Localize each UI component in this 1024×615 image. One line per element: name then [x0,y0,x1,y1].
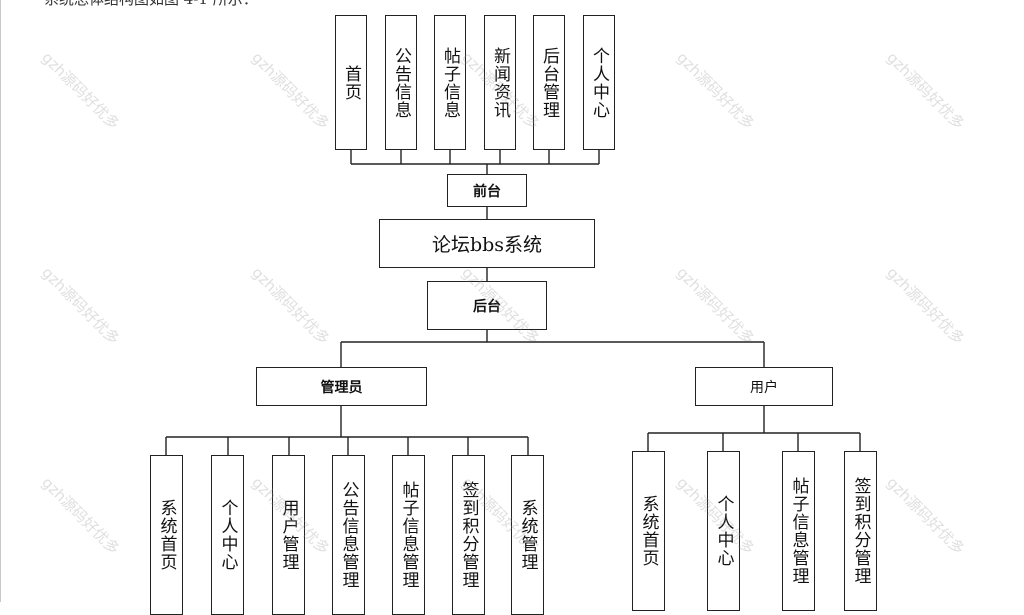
connector-lines [165,150,861,455]
frontend-module-posts: 帖子信息 [434,15,466,150]
admin-module-post-management: 帖子信息管理 [392,455,425,615]
admin-module-personal-center: 个人中心 [211,455,244,615]
frontend-module-news: 新闻资讯 [484,15,516,150]
user-module-personal-center: 个人中心 [707,451,740,611]
admin-role-node: 管理员 [256,367,427,406]
frontend-module-admin-panel: 后台管理 [533,15,565,150]
page-left-border [0,0,1,602]
user-module-system-home: 系统首页 [632,451,665,611]
frontend-module-announcements: 公告信息 [385,15,417,150]
admin-module-system-home: 系统首页 [150,455,183,615]
admin-module-announcement-management: 公告信息管理 [332,455,365,615]
user-role-node: 用户 [695,367,833,406]
admin-module-checkin-points-management: 签到积分管理 [452,455,485,615]
user-module-checkin-points-management: 签到积分管理 [844,451,877,611]
system-node: 论坛bbs系统 [379,219,595,268]
frontend-node: 前台 [447,174,527,207]
frontend-module-home: 首页 [335,15,367,150]
admin-module-system-management: 系统管理 [511,455,544,615]
structure-diagram: 系统总体结构图如图 4-1 所示： [0,0,968,615]
caption-text: 系统总体结构图如图 4-1 所示： [44,0,258,9]
backend-node: 后台 [427,281,547,330]
frontend-module-personal-center: 个人中心 [583,15,615,150]
admin-module-user-management: 用户管理 [272,455,305,615]
user-module-post-management: 帖子信息管理 [782,451,815,611]
